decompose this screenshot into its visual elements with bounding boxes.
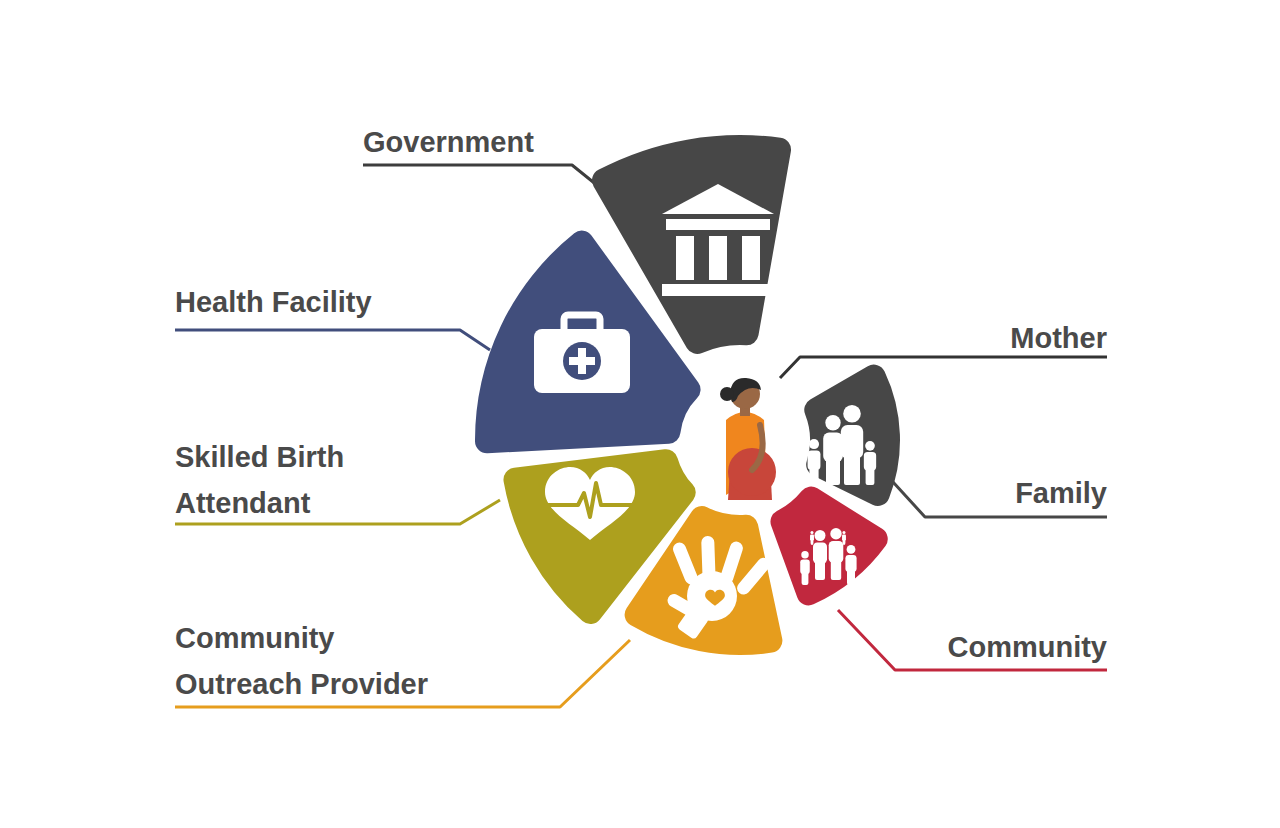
wedge-shape	[617, 500, 786, 657]
community-wedge: Community	[765, 480, 895, 611]
community-icon	[800, 528, 856, 585]
node-label: Community Outreach Provider	[175, 615, 445, 707]
mother-icon	[720, 378, 776, 500]
node-label: Community	[948, 624, 1108, 670]
node-label: Government	[363, 119, 633, 165]
health-facility-wedge: Health Facility	[473, 223, 707, 456]
outreach-wedge: Community Outreach Provider	[617, 500, 786, 657]
wedge-path	[475, 231, 701, 454]
leader-line	[363, 165, 598, 186]
leader-line	[175, 330, 490, 350]
wedge-path	[625, 506, 783, 655]
kit-icon	[534, 315, 630, 393]
wedge-shape	[765, 480, 895, 611]
wedge-shape	[473, 223, 707, 456]
wedge-path	[770, 487, 887, 606]
family-icon	[808, 405, 877, 485]
heart-icon	[544, 467, 636, 540]
node-label: Health Facility	[175, 279, 445, 325]
wedge-shape	[700, 372, 780, 507]
leader-line	[780, 357, 1107, 378]
wedge-path	[804, 365, 900, 506]
hand-icon	[665, 536, 772, 640]
node-label: Family	[1015, 470, 1107, 516]
leader-line	[838, 610, 1107, 670]
node-label: Skilled Birth Attendant	[175, 434, 445, 526]
node-label: Mother	[1010, 315, 1107, 361]
mother-figure: Mother	[700, 372, 780, 507]
gov-icon	[662, 184, 774, 296]
